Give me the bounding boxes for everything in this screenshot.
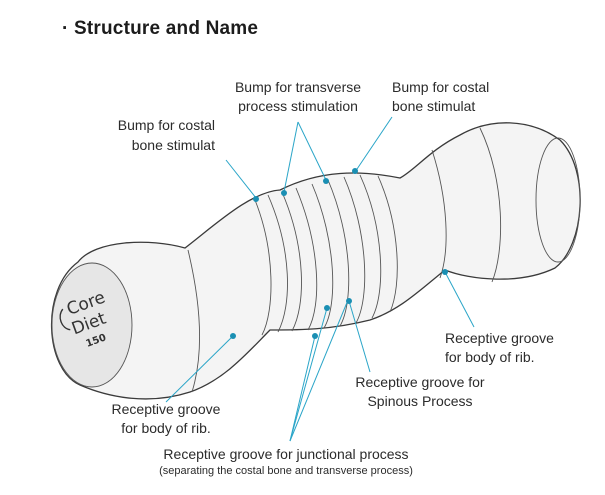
leader-rib-left bbox=[165, 335, 234, 403]
label-line: Receptive groove bbox=[445, 330, 554, 346]
leader-spinous bbox=[348, 300, 371, 373]
leader-lines bbox=[165, 116, 475, 442]
bulb-right-ridge bbox=[479, 127, 501, 283]
marker-dots bbox=[230, 168, 448, 339]
label-rib-groove-right: Receptive groove for body of rib. bbox=[445, 330, 554, 365]
ridge-7 bbox=[359, 174, 382, 319]
ridge-4 bbox=[311, 183, 334, 329]
marker-dot bbox=[442, 269, 448, 275]
label-costal-bump-right: Bump for costal bone stimulat bbox=[392, 79, 489, 114]
label-rib-groove-left: Receptive groove for body of rib. bbox=[112, 401, 221, 436]
roller-body bbox=[50, 122, 581, 400]
ridge-1 bbox=[267, 194, 288, 333]
bulb-left-ridge bbox=[254, 199, 272, 336]
marker-dot bbox=[253, 196, 259, 202]
page-title: · Structure and Name bbox=[62, 18, 259, 39]
leader-junctional-b bbox=[289, 307, 328, 442]
right-end-rim bbox=[535, 137, 581, 263]
logo-swoosh-icon bbox=[59, 308, 71, 331]
leader-transverse-a bbox=[283, 121, 299, 193]
massage-roller bbox=[50, 122, 581, 400]
leader-junctional-a bbox=[289, 335, 316, 442]
marker-dot bbox=[352, 168, 358, 174]
label-costal-bump-left: Bump for costal bone stimulat bbox=[118, 117, 215, 153]
leader-rib-right bbox=[444, 271, 475, 328]
leader-junctional-c bbox=[289, 299, 349, 442]
marker-dot bbox=[323, 178, 329, 184]
label-line: Receptive groove bbox=[112, 401, 221, 417]
ridge-3 bbox=[295, 187, 318, 331]
marker-dot bbox=[281, 190, 287, 196]
marker-dot bbox=[324, 305, 330, 311]
label-transverse-bump: Bump for transverse process stimulation bbox=[235, 79, 361, 114]
marker-dot bbox=[312, 333, 318, 339]
label-line: bone stimulat bbox=[132, 137, 215, 153]
neck-left-line bbox=[187, 249, 201, 393]
label-line: for body of rib. bbox=[121, 420, 211, 436]
leader-costal-right bbox=[354, 116, 393, 173]
ridge-6 bbox=[343, 176, 366, 324]
label-spinous-groove: Receptive groove for Spinous Process bbox=[355, 374, 485, 409]
leader-transverse-b bbox=[297, 121, 327, 181]
ridge-2 bbox=[281, 191, 302, 332]
label-line: bone stimulat bbox=[392, 98, 475, 114]
label-line: for body of rib. bbox=[445, 349, 535, 365]
left-end-rim bbox=[51, 262, 133, 388]
label-line: process stimulation bbox=[238, 98, 358, 114]
leader-costal-left bbox=[225, 159, 257, 199]
label-line: Bump for costal bbox=[118, 117, 215, 133]
marker-dot bbox=[230, 333, 236, 339]
label-line: Bump for costal bbox=[392, 79, 489, 95]
label-line: Receptive groove for junctional process bbox=[163, 446, 408, 462]
label-line: Bump for transverse bbox=[235, 79, 361, 95]
ridge-8 bbox=[377, 175, 398, 313]
label-junctional-groove: Receptive groove for junctional process … bbox=[159, 446, 413, 477]
left-end-cap bbox=[52, 263, 132, 387]
label-line: Receptive groove for bbox=[355, 374, 485, 390]
label-note: (separating the costal bone and transver… bbox=[159, 465, 413, 477]
ridge-5 bbox=[327, 179, 350, 327]
marker-dot bbox=[346, 298, 352, 304]
label-line: Spinous Process bbox=[367, 393, 472, 409]
neck-right-line bbox=[431, 149, 447, 279]
